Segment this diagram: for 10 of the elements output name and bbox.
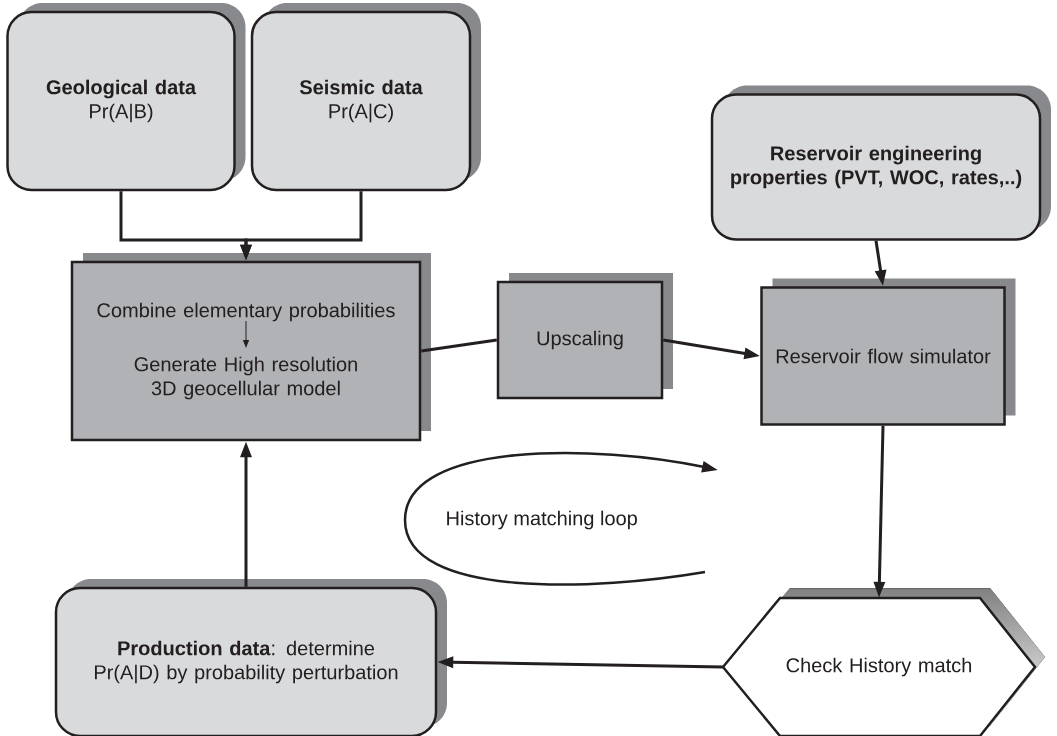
hexagon: Check History match	[721, 588, 1045, 736]
process-box: Reservoir flow simulator	[760, 278, 1016, 426]
rounded-box: Geological data Pr(A|B)	[6, 3, 246, 192]
annotation-text: History matching loop	[447, 510, 637, 530]
node-label: Check History match	[786, 657, 972, 677]
rounded-box: Seismic data Pr(A|C)	[250, 3, 481, 192]
process-box: Upscaling	[496, 273, 673, 400]
rounded-box: Production data: determine Pr(A|D) by probability perturbation	[54, 579, 447, 736]
process-box: Combine elementary probabilities Generate High resolution 3D geocellular model	[70, 253, 431, 442]
rounded-box: Reservoir engineering properties (PVT, WOC, rates,..)	[710, 85, 1051, 241]
